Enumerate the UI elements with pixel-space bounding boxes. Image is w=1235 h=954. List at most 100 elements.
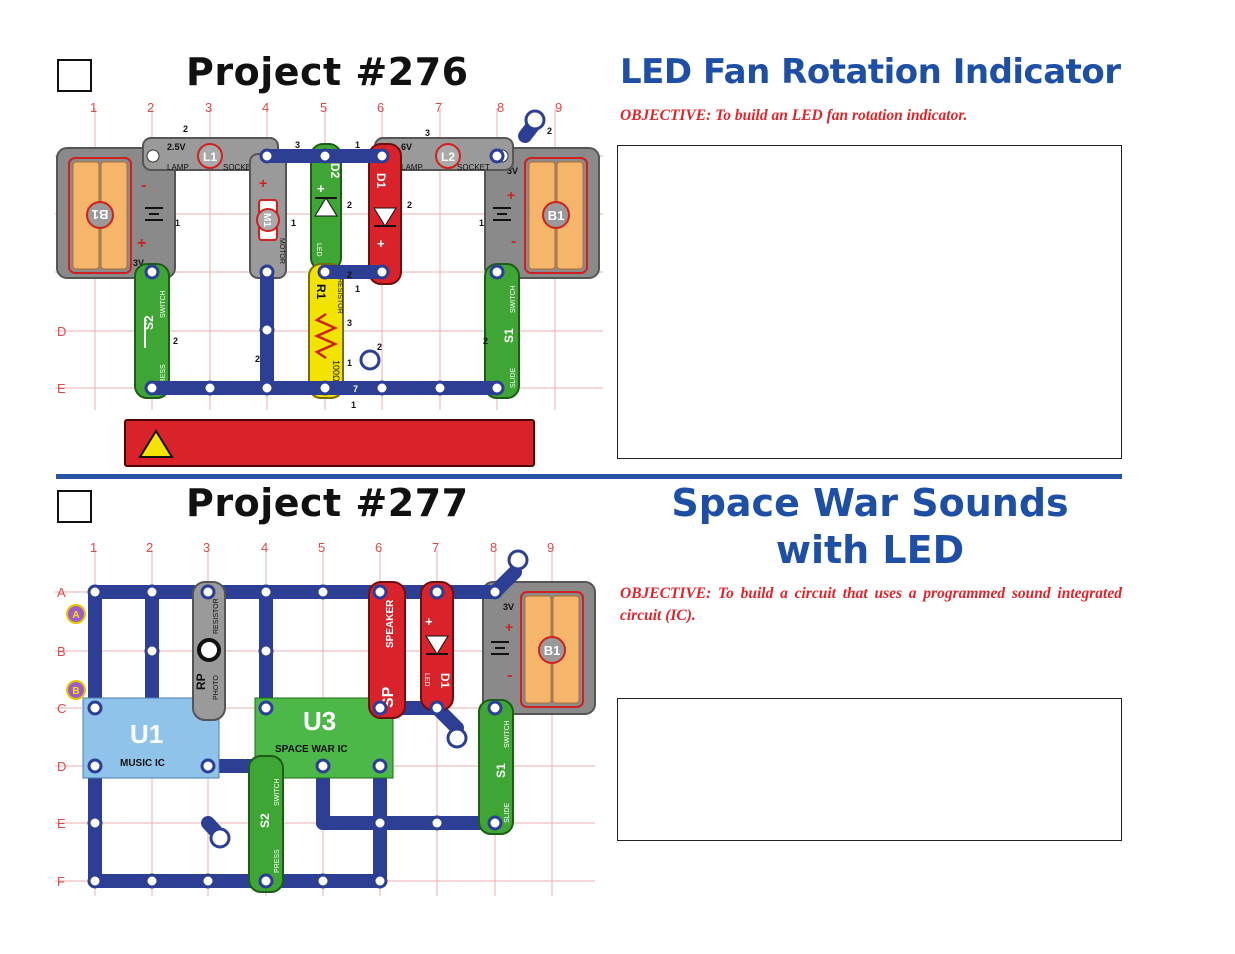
switch-s1-277: S1 SLIDE SWITCH: [478, 699, 514, 835]
grid-row-label: A: [57, 585, 66, 600]
d1-led-text: LED: [423, 673, 430, 687]
grid-col-label: 9: [547, 540, 554, 555]
project-276-objective: OBJECTIVE: To build an LED fan rotation …: [620, 107, 968, 124]
svg-text:+: +: [507, 187, 515, 203]
u3-label: U3: [303, 706, 336, 736]
s2-press-text: PRESS: [160, 364, 167, 388]
b1-right-volt: 3V: [507, 166, 518, 176]
l1-voltage: 2.5V: [167, 142, 186, 152]
svg-text:-: -: [141, 177, 146, 194]
s1-slide-text: SLIDE: [504, 802, 511, 823]
lamp-l2: L2 6V LAMP SOCKET: [374, 137, 514, 172]
switch-s2-277: S2 PRESS SWITCH: [248, 755, 284, 893]
svg-text:2: 2: [407, 200, 412, 210]
l2-label: L2: [441, 150, 455, 164]
grid-col-label: 1: [90, 100, 97, 115]
project-277-objective: OBJECTIVE: To build a circuit that uses …: [620, 585, 1122, 624]
project-277-checkbox[interactable]: [57, 490, 92, 523]
section-divider: [56, 474, 1122, 479]
svg-text:2: 2: [255, 354, 260, 364]
svg-text:2: 2: [483, 336, 488, 346]
speaker-sp: SP SPEAKER: [368, 581, 406, 719]
grid-col-label: 4: [261, 540, 268, 555]
grid-col-label: 4: [262, 100, 269, 115]
grid-row-label: D: [57, 324, 66, 339]
s1-label: S1: [502, 328, 516, 343]
d2-label: D2: [328, 163, 342, 179]
grid-row-label: B: [57, 644, 66, 659]
project-276-notes-box: [617, 145, 1122, 459]
led-d1: D1 +: [368, 143, 402, 285]
led-d1-277: + D1 LED: [420, 581, 454, 711]
s1-label: S1: [494, 763, 508, 778]
warning-bar: [124, 419, 535, 467]
grid-col-label: 8: [497, 100, 504, 115]
grid-col-label: 6: [375, 540, 382, 555]
project-277-title-line2: with LED: [775, 528, 965, 572]
grid-col-label: 2: [146, 540, 153, 555]
switch-s1-slide: S1 SLIDE SWITCH: [484, 263, 520, 399]
l1-label: L1: [203, 150, 217, 164]
b1-label: B1: [544, 643, 561, 658]
resistor-r1: R1 RESISTOR 100Ω: [308, 263, 344, 399]
battery-holder-right: B1 3V + -: [484, 147, 600, 279]
rp-photo-text: PHOTO: [213, 675, 220, 700]
svg-text:1: 1: [355, 284, 360, 294]
led-d2: D2 + LED: [310, 143, 342, 271]
rp-label: RP: [194, 673, 208, 690]
svg-text:2: 2: [377, 342, 382, 352]
s2-label: S2: [258, 813, 272, 828]
switch-s2-press: S2 PRESS SWITCH: [134, 263, 170, 399]
grid-row-label: E: [57, 816, 66, 831]
d2-led-text: LED: [315, 243, 322, 257]
svg-text:2: 2: [547, 126, 552, 136]
l2-voltage: 6V: [401, 142, 412, 152]
svg-text:3: 3: [425, 128, 430, 138]
marker-b: B: [72, 686, 79, 697]
s1-switch-text: SWITCH: [504, 720, 511, 748]
svg-text:2: 2: [347, 200, 352, 210]
warning-triangle-icon: [138, 429, 174, 458]
s1-switch-text: SWITCH: [510, 285, 517, 313]
grid-col-label: 9: [555, 100, 562, 115]
marker-a: A: [72, 610, 79, 621]
l2-socket-label: SOCKET: [457, 163, 490, 172]
r1-resistor-text: RESISTOR: [336, 278, 343, 314]
grid-row-label: E: [57, 381, 66, 396]
svg-text:1: 1: [351, 400, 356, 410]
photo-resistor-rp: RP PHOTO RESISTOR: [192, 581, 226, 721]
lamp-l1: L1 2.5V LAMP SOCKET: [142, 137, 279, 172]
project-276-title: LED Fan Rotation Indicator: [620, 52, 1121, 92]
motor-text: MOTOR: [278, 238, 285, 264]
svg-text:1: 1: [291, 218, 296, 228]
speaker-text: SPEAKER: [385, 599, 396, 648]
svg-text:1: 1: [355, 140, 360, 150]
project-277-number: Project #277: [186, 481, 469, 525]
m1-label: M1: [261, 213, 272, 227]
l1-lamp-label: LAMP: [167, 163, 189, 172]
s1-slide-text: SLIDE: [510, 367, 517, 388]
project-276-checkbox[interactable]: [57, 59, 92, 92]
s2-press-text: PRESS: [274, 849, 281, 873]
b1-left-volt: 3V: [133, 258, 144, 268]
grid-col-label: 2: [147, 100, 154, 115]
grid-col-label: 8: [490, 540, 497, 555]
grid-row-label: C: [57, 701, 66, 716]
space-war-ic-text: SPACE WAR IC: [275, 744, 348, 755]
grid-col-label: 5: [318, 540, 325, 555]
rp-resistor-text: RESISTOR: [213, 598, 220, 634]
svg-text:1: 1: [175, 218, 180, 228]
grid-col-label: 7: [432, 540, 439, 555]
l2-lamp-label: LAMP: [401, 163, 423, 172]
d1-label: D1: [374, 173, 388, 189]
project-277-notes-box: [617, 698, 1122, 841]
u1-label: U1: [130, 719, 163, 749]
svg-text:7: 7: [353, 384, 358, 394]
svg-text:2: 2: [183, 124, 188, 134]
grid-row-label: F: [57, 874, 65, 889]
s2-switch-text: SWITCH: [160, 290, 167, 318]
svg-text:+: +: [317, 181, 325, 196]
battery-holder-b1: B1 3V + -: [482, 581, 596, 715]
svg-text:3: 3: [295, 140, 300, 150]
project-276-number: Project #276: [186, 50, 469, 94]
